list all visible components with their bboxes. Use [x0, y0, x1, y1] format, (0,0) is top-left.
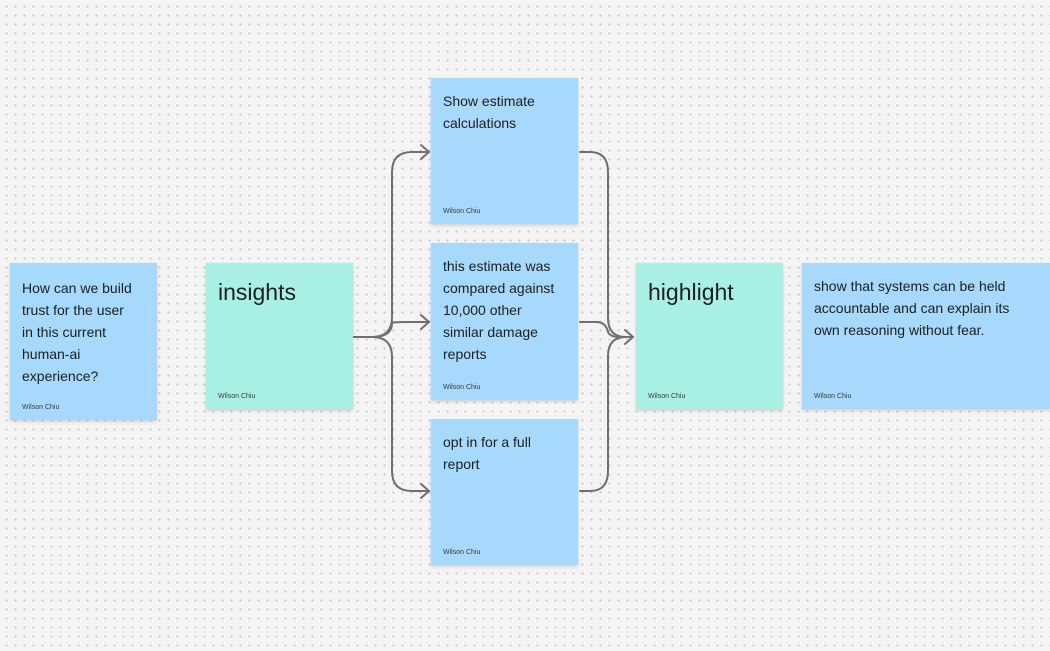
- arrowhead-estimate-calc: [420, 144, 430, 160]
- connector-insights-to-estimate-calc: [353, 151, 430, 338]
- sticky-note-estimate-calculations[interactable]: Show estimate calculations Wilson Chiu: [431, 78, 578, 224]
- sticky-note-text: Show estimate calculations: [443, 93, 535, 131]
- arrowhead-highlight: [624, 329, 634, 345]
- sticky-note-question[interactable]: How can we build trust for the user in t…: [10, 263, 157, 420]
- sticky-note-insights[interactable]: insights Wilson Chiu: [206, 263, 353, 409]
- connector-compared-to-highlight: [579, 321, 634, 338]
- sticky-note-text: show that systems can be held accountabl…: [814, 278, 1010, 338]
- connector-insights-to-compared: [353, 321, 430, 338]
- sticky-note-text: highlight: [648, 279, 734, 305]
- connector-estimate-calc-to-highlight: [579, 151, 634, 338]
- sticky-note-accountable[interactable]: show that systems can be held accountabl…: [802, 263, 1050, 409]
- sticky-note-opt-in[interactable]: opt in for a full report Wilson Chiu: [431, 419, 578, 565]
- sticky-note-author: Wilson Chiu: [218, 393, 256, 400]
- sticky-note-author: Wilson Chiu: [443, 208, 481, 215]
- sticky-note-compared-against[interactable]: this estimate was compared against 10,00…: [431, 243, 578, 400]
- sticky-note-author: Wilson Chiu: [443, 384, 481, 391]
- connector-insights-to-opt-in: [353, 336, 430, 492]
- arrowhead-compared: [420, 314, 430, 330]
- sticky-note-author: Wilson Chiu: [814, 393, 852, 400]
- arrowhead-opt-in: [420, 483, 430, 499]
- sticky-note-text: How can we build trust for the user in t…: [22, 280, 132, 384]
- sticky-note-text: opt in for a full report: [443, 434, 531, 472]
- sticky-note-author: Wilson Chiu: [648, 393, 686, 400]
- sticky-note-author: Wilson Chiu: [22, 404, 60, 411]
- sticky-note-highlight[interactable]: highlight Wilson Chiu: [636, 263, 783, 409]
- sticky-note-text: this estimate was compared against 10,00…: [443, 258, 555, 362]
- sticky-note-text: insights: [218, 279, 296, 305]
- sticky-note-author: Wilson Chiu: [443, 549, 481, 556]
- connector-opt-in-to-highlight: [579, 336, 634, 492]
